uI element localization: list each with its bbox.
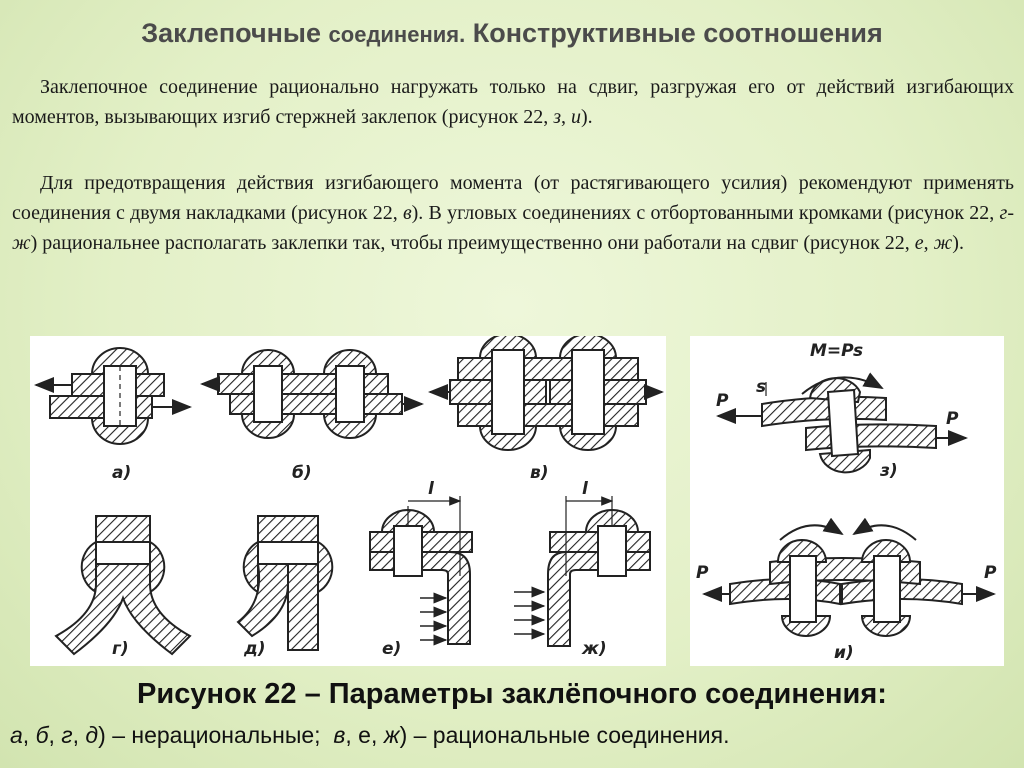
rivet-joints-drawing-left: а) б) в) г) д) е) ж) l l [34, 333, 664, 659]
joint-e [369, 496, 473, 646]
label-i: и) [834, 643, 854, 663]
paragraph-2-ref-2: г-ж [12, 202, 1014, 254]
force-p-i-left: P [696, 563, 709, 583]
label-b: б) [292, 463, 312, 483]
figure-caption: Рисунок 22 – Параметры заклёпочного соед… [0, 678, 1024, 711]
paragraph-2-text-a: Для предотвращения действия изгибающего … [12, 172, 1014, 224]
paragraph-1-text-a: Заклепочное соединение рационально нагру… [12, 76, 1014, 128]
joint-a [34, 347, 192, 445]
title-word-3: Конструктивные соотношения [472, 18, 883, 48]
dim-l-zh: l [582, 479, 589, 499]
figure-subcaption: а, б, г, д) – нерациональные; в, е, ж) –… [10, 722, 730, 748]
caption-text: Параметры заклёпочного соединения: [328, 678, 887, 710]
slide-title: Заклепочные соединения. Конструктивные с… [0, 18, 1024, 49]
paragraph-2-text-d: ). [952, 232, 964, 254]
label-a: а) [112, 463, 131, 483]
caption-title: Рисунок 22 [137, 678, 297, 710]
label-zh: ж) [581, 639, 607, 659]
rivet-joints-drawing-right: з) и) M=Ps P P P P s [696, 341, 997, 663]
joint-zh [514, 496, 651, 647]
force-p-z-left: P [716, 391, 729, 411]
label-g: г) [112, 639, 129, 659]
subcap-letter-v: в [333, 722, 346, 748]
label-d: д) [243, 639, 266, 659]
joint-z [716, 372, 968, 474]
subcap-letter-g: г [61, 722, 73, 748]
joint-d [236, 515, 334, 651]
subcap-letter-a: а [10, 722, 23, 748]
paragraph-2-ref-3: е [914, 232, 924, 254]
paragraph-1-sep: , [561, 106, 572, 128]
title-word-1: Заклепочные [141, 18, 322, 48]
joint-v [428, 333, 664, 451]
figure-panel-left: а) б) в) г) д) е) ж) l l [30, 333, 666, 666]
subcap-letter-e: е [358, 722, 371, 748]
paragraph-2-text-c: ) рациональнее располагать заклепки так,… [30, 232, 915, 254]
joint-g [54, 515, 192, 656]
subcap-letter-b: б [35, 722, 49, 748]
paragraph-2-text-b: ). В угловых соединениях с отбортованным… [411, 202, 1000, 224]
paragraph-1-ref-2: и [571, 106, 582, 128]
force-p-i-right: P [984, 563, 997, 583]
paragraph-2: Для предотвращения действия изгибающего … [12, 168, 1014, 258]
dim-l-e: l [428, 479, 435, 499]
title-word-2: соединения. [328, 22, 466, 47]
joint-i [702, 517, 996, 637]
subcap-irrational-text: ) – нерациональные; [98, 722, 321, 748]
subcap-rational-text: ) – рациональные соединения. [399, 722, 730, 748]
label-e: е) [382, 639, 401, 659]
paragraph-2-ref-4: ж [933, 232, 953, 254]
force-p-z-right: P [946, 409, 959, 429]
caption-dash: – [296, 678, 329, 710]
paragraph-2-ref-1: в [402, 202, 412, 224]
label-v: в) [530, 463, 549, 483]
joint-b [200, 349, 424, 439]
figure-panel-right: з) и) M=Ps P P P P s [690, 336, 1004, 666]
label-z: з) [879, 461, 898, 481]
paragraph-2-sep: , [923, 232, 934, 254]
paragraph-1-text-b: ). [581, 106, 593, 128]
paragraph-1: Заклепочное соединение рационально нагру… [12, 72, 1014, 132]
moment-label: M=Ps [810, 341, 863, 361]
subcap-letter-d: д [85, 722, 99, 748]
subcap-letter-zh: ж [383, 722, 400, 748]
thickness-s: s [756, 377, 766, 397]
paragraph-1-ref-1: з [553, 106, 562, 128]
